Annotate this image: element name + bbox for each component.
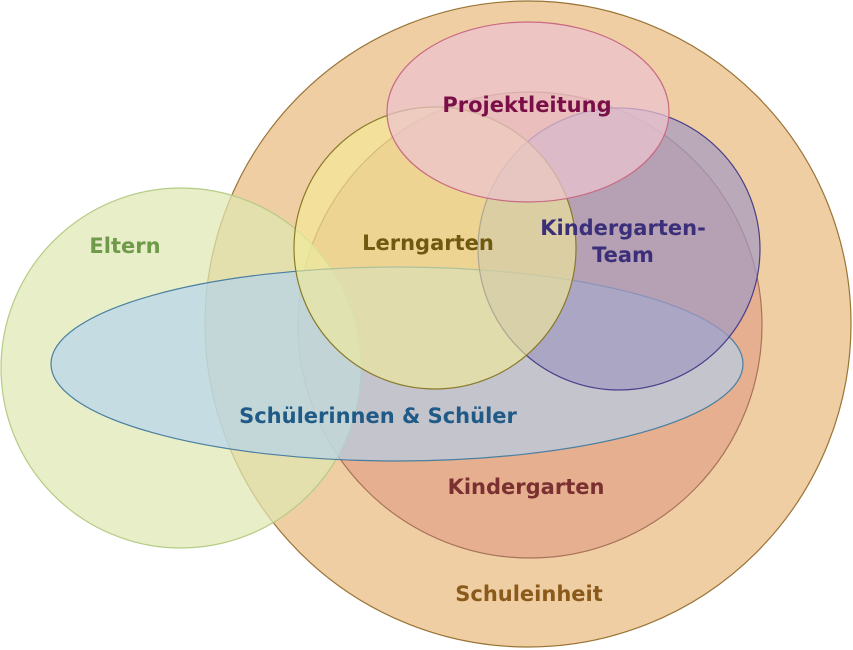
label-kindergarten-team-line1: Kindergarten- bbox=[540, 216, 706, 240]
label-schuleinheit: Schuleinheit bbox=[455, 582, 603, 606]
set-projektleitung bbox=[386, 21, 670, 203]
label-kindergarten: Kindergarten bbox=[448, 475, 605, 499]
label-schueler: Schülerinnen & Schüler bbox=[239, 404, 517, 428]
label-lerngarten: Lerngarten bbox=[362, 231, 494, 255]
label-kindergarten-team-line2: Team bbox=[592, 243, 654, 267]
label-eltern: Eltern bbox=[89, 234, 160, 258]
label-projektleitung: Projektleitung bbox=[442, 93, 611, 117]
